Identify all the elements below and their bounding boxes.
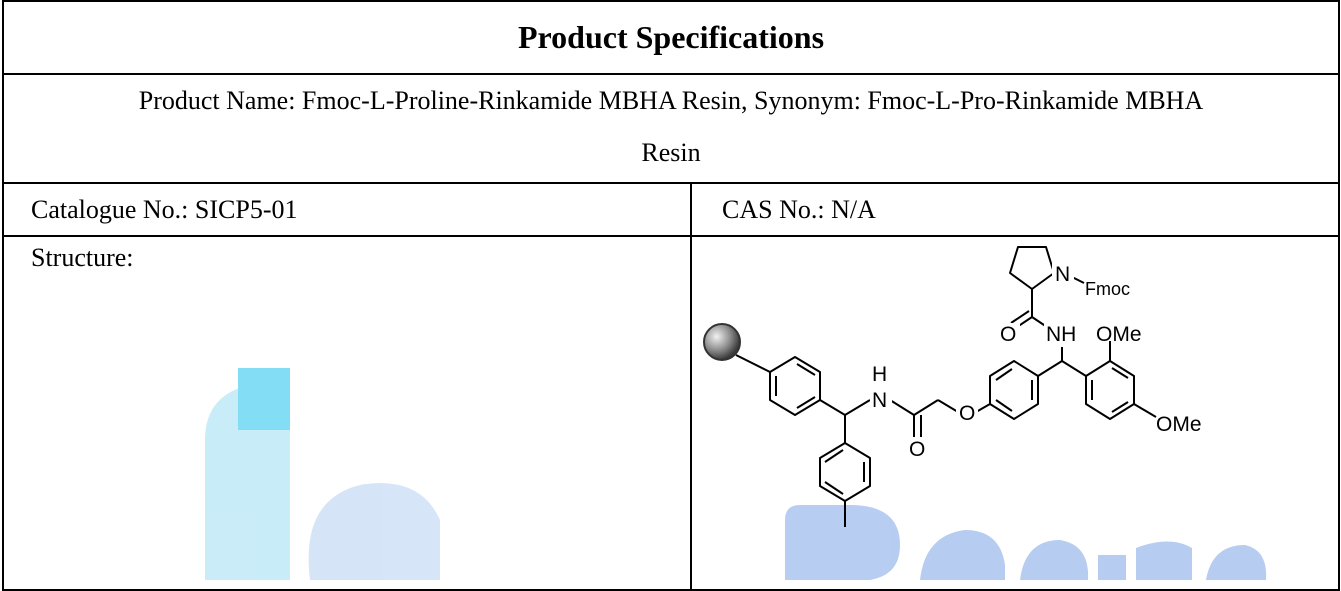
label-n-fmoc: N [1055,263,1070,286]
label-o-carbonyl-bottom: O [909,438,925,461]
page-title: Product Specifications [2,0,1340,75]
benzene-ring-b [819,442,871,502]
product-name-line1: Product Name: Fmoc-L-Proline-Rinkamide M… [138,86,1204,115]
structure-label: Structure: [2,235,692,591]
structure-cell: N Fmoc NH OMe O H N O O OMe [690,235,1340,591]
cas-number: CAS No.: N/A [690,182,1340,237]
benzene-ring-d [1085,360,1135,420]
catalogue-number: Catalogue No.: SICP5-01 [2,182,692,237]
benzene-ring-a [769,356,821,416]
benzene-ring-c [989,360,1039,420]
resin-bead-icon [703,323,741,361]
label-h-amide: H [872,363,887,386]
pyrrolidine-ring [1009,246,1055,290]
label-o-carbonyl-top: O [1000,323,1016,346]
label-ome-top: OMe [1096,323,1142,346]
product-name-line2: Resin [641,138,701,167]
chemical-structure: N Fmoc NH OMe O H N O O OMe [703,246,1202,527]
label-nh-top: NH [1046,323,1076,346]
label-ome-right: OMe [1156,413,1202,436]
label-n-amide: N [872,389,887,412]
label-fmoc: Fmoc [1085,279,1130,299]
product-name: Product Name: Fmoc-L-Proline-Rinkamide M… [2,73,1340,184]
label-o-ether: O [959,402,975,425]
